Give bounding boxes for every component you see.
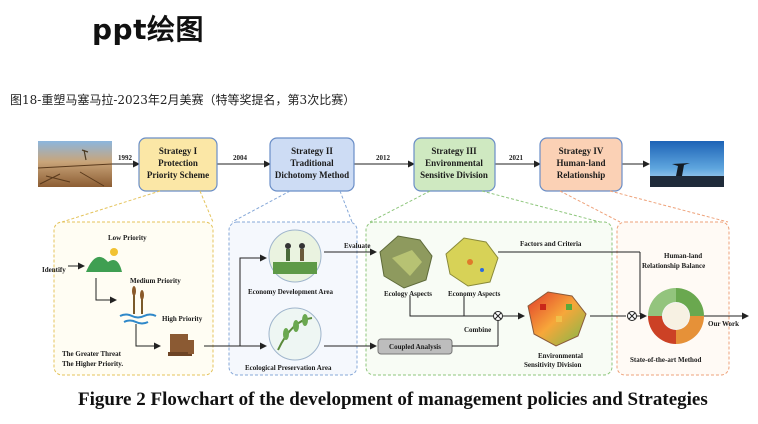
economy-development-label: Economy Development Area <box>248 288 334 296</box>
strategy-1-line2: Protection <box>158 158 198 168</box>
low-priority-label: Low Priority <box>108 234 147 242</box>
slide-subtitle: 图18-重塑马塞马拉-2023年2月美赛（特等奖提名，第3次比赛） <box>10 93 356 107</box>
strategy-2-line3: Dichotomy Method <box>275 170 349 180</box>
our-work-label: Our Work <box>708 320 739 328</box>
ecological-preservation-label: Ecological Preservation Area <box>245 364 332 372</box>
merge-node <box>627 311 637 321</box>
identify-label: Identify <box>42 266 66 274</box>
strategy-4-line2: Human-land <box>556 158 605 168</box>
sensitivity-heatmap <box>527 291 587 347</box>
balance-label-1: Human-land <box>664 252 702 260</box>
economy-aspects-label: Economy Aspects <box>448 290 501 298</box>
strategy-2-line1: Strategy II <box>291 146 333 156</box>
economy-area-illustration <box>268 229 322 283</box>
year-label: 2021 <box>509 154 524 162</box>
strategy-4-box: Strategy IV Human-land Relationship <box>539 137 623 192</box>
arrow <box>135 324 161 350</box>
factors-criteria-label: Factors and Criteria <box>520 240 582 248</box>
strategy-1-box: Strategy I Protection Priority Scheme <box>138 137 218 192</box>
arrow <box>204 254 267 347</box>
dry-land-photo <box>37 141 113 187</box>
economy-map <box>445 237 499 287</box>
ecology-map <box>379 235 433 289</box>
callout-lines <box>61 190 729 223</box>
threat-line-2: The Higher Priority. <box>62 360 123 368</box>
coupled-analysis-label: Coupled Analysis <box>389 343 441 351</box>
medium-priority-label: Medium Priority <box>130 277 181 285</box>
year-label: 1992 <box>118 154 133 162</box>
strategy-1-line3: Priority Scheme <box>147 170 209 180</box>
combine-node <box>493 311 503 321</box>
sota-label: State-of-the-art Method <box>630 356 701 364</box>
strategy-1-line1: Strategy I <box>159 146 198 156</box>
esd-label-1: Environmental <box>538 352 583 360</box>
strategy-2-line2: Traditional <box>290 158 334 168</box>
balance-label-2: Relationship Balance <box>642 262 705 270</box>
strategy-4-line1: Strategy IV <box>559 146 604 156</box>
arrow <box>409 296 494 317</box>
tree-stump-icon <box>168 334 194 356</box>
combine-label: Combine <box>464 326 491 334</box>
strategy-2-box: Strategy II Traditional Dichotomy Method <box>269 137 355 192</box>
evaluate-label: Evaluate <box>344 242 370 250</box>
page-heading: ppt绘图 <box>92 13 204 46</box>
figure-caption: Figure 2 Flowchart of the development of… <box>78 389 708 410</box>
ecology-aspects-label: Ecology Aspects <box>384 290 432 298</box>
strategy-3-line3: Sensitive Division <box>420 170 488 180</box>
grassland-icon <box>86 248 122 272</box>
esd-label-2: Sensitivity Division <box>524 361 581 369</box>
year-label: 2012 <box>376 154 391 162</box>
arrow <box>95 278 117 304</box>
strategy-3-line2: Environmental <box>425 158 483 168</box>
human-land-cycle-icon <box>648 288 704 344</box>
strategy-3-line1: Strategy III <box>431 146 477 156</box>
year-label: 2004 <box>233 154 248 162</box>
high-priority-label: High Priority <box>162 315 203 323</box>
threat-line-1: The Greater Threat <box>62 350 122 358</box>
coupled-analysis-box: Coupled Analysis <box>377 338 453 355</box>
savanna-sunset-photo <box>650 141 724 187</box>
strategy-4-line3: Relationship <box>557 170 606 180</box>
ecological-area-illustration <box>268 307 322 361</box>
wetland-icon <box>119 286 157 325</box>
strategy-3-box: Strategy III Environmental Sensitive Div… <box>413 137 496 192</box>
